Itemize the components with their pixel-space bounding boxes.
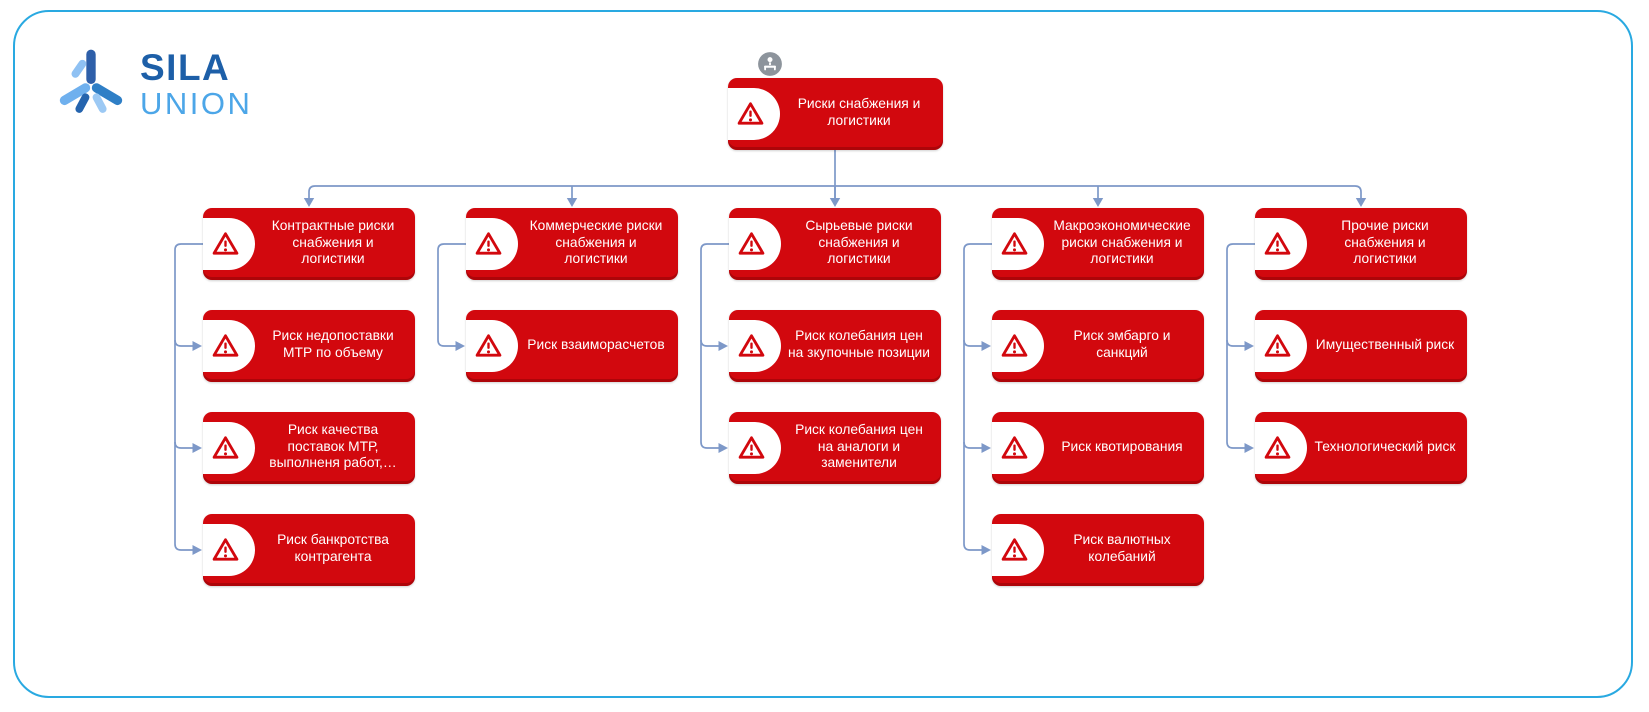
node-label: Риски снабжения и логистики: [797, 96, 921, 128]
sila-union-wordmark: SILA UNION: [140, 49, 252, 119]
warning-triangle-icon: [738, 334, 765, 358]
node-label: Риск недопоставки МТР по объему: [272, 328, 394, 360]
risk-node[interactable]: Риск банкротства контрагента: [203, 514, 415, 586]
node-label: Риск качества поставок МТР, выполненя ра…: [269, 421, 397, 471]
risk-node[interactable]: Имущественный риск: [1255, 310, 1467, 382]
node-icon-bubble: [203, 218, 255, 270]
warning-triangle-icon: [1264, 334, 1291, 358]
warning-triangle-icon: [475, 334, 502, 358]
hierarchy-badge-icon[interactable]: [757, 51, 783, 77]
risk-node[interactable]: Риск квотирования: [992, 412, 1204, 484]
risk-root-node[interactable]: Риски снабжения и логистики: [727, 78, 943, 150]
risk-category-node[interactable]: Сырьевые риски снабжения и логистики: [729, 208, 941, 280]
risk-node[interactable]: Риск валютных колебаний: [992, 514, 1204, 586]
risk-node[interactable]: Риск эмбарго и санкций: [992, 310, 1204, 382]
warning-triangle-icon: [212, 334, 239, 358]
warning-triangle-icon: [1001, 436, 1028, 460]
node-icon-bubble: [729, 422, 781, 474]
warning-triangle-icon: [738, 232, 765, 256]
warning-triangle-icon: [1264, 436, 1291, 460]
node-icon-bubble: [203, 320, 255, 372]
node-icon-bubble: [729, 218, 781, 270]
warning-triangle-icon: [212, 436, 239, 460]
node-icon-bubble: [727, 88, 780, 140]
risk-category-node[interactable]: Прочие риски снабжения и логистики: [1255, 208, 1467, 280]
sila-union-logo: SILA UNION: [52, 38, 252, 130]
warning-triangle-icon: [737, 102, 763, 126]
node-icon-bubble: [1255, 320, 1307, 372]
node-icon-bubble: [1255, 422, 1307, 474]
warning-triangle-icon: [212, 232, 239, 256]
node-label: Риск взаиморасчетов: [527, 336, 665, 352]
node-label: Контрактные риски снабжения и логистики: [271, 217, 395, 267]
risk-node[interactable]: Риск колебания цен на зкупочные позиции: [729, 310, 941, 382]
node-icon-bubble: [992, 218, 1044, 270]
node-label: Коммерческие риски снабжения и логистики: [529, 217, 663, 267]
warning-triangle-icon: [1264, 232, 1291, 256]
risk-node[interactable]: Риск взаиморасчетов: [466, 310, 678, 382]
warning-triangle-icon: [1001, 334, 1028, 358]
node-icon-bubble: [466, 320, 518, 372]
node-label: Сырьевые риски снабжения и логистики: [805, 217, 913, 267]
risk-category-node[interactable]: Контрактные риски снабжения и логистики: [203, 208, 415, 280]
node-label: Риск эмбарго и санкций: [1073, 328, 1171, 360]
risk-node[interactable]: Риск колебания цен на аналоги и замените…: [729, 412, 941, 484]
node-label: Риск банкротства контрагента: [277, 532, 389, 564]
node-label: Имущественный риск: [1315, 336, 1455, 352]
node-label: Прочие риски снабжения и логистики: [1341, 217, 1429, 267]
node-label: Риск колебания цен на зкупочные позиции: [788, 328, 930, 360]
warning-triangle-icon: [475, 232, 502, 256]
risk-category-node[interactable]: Коммерческие риски снабжения и логистики: [466, 208, 678, 280]
node-icon-bubble: [992, 422, 1044, 474]
node-label: Риск колебания цен на аналоги и замените…: [795, 421, 923, 471]
logo-union-text: UNION: [140, 86, 253, 121]
node-label: Риск валютных колебаний: [1073, 532, 1171, 564]
risk-node[interactable]: Технологический риск: [1255, 412, 1467, 484]
warning-triangle-icon: [212, 538, 239, 562]
node-label: Макроэкономические риски снабжения и лог…: [1053, 217, 1191, 267]
node-icon-bubble: [203, 422, 255, 474]
logo-sila-text: SILA: [140, 47, 231, 88]
risk-node[interactable]: Риск недопоставки МТР по объему: [203, 310, 415, 382]
risk-node[interactable]: Риск качества поставок МТР, выполненя ра…: [203, 412, 415, 484]
node-icon-bubble: [992, 524, 1044, 576]
warning-triangle-icon: [1001, 538, 1028, 562]
node-icon-bubble: [992, 320, 1044, 372]
node-icon-bubble: [203, 524, 255, 576]
node-icon-bubble: [466, 218, 518, 270]
risk-category-node[interactable]: Макроэкономические риски снабжения и лог…: [992, 208, 1204, 280]
node-label: Риск квотирования: [1061, 438, 1183, 454]
node-label: Технологический риск: [1314, 438, 1456, 454]
warning-triangle-icon: [738, 436, 765, 460]
node-icon-bubble: [729, 320, 781, 372]
warning-triangle-icon: [1001, 232, 1028, 256]
sila-union-star-icon: [59, 49, 123, 113]
node-icon-bubble: [1255, 218, 1307, 270]
